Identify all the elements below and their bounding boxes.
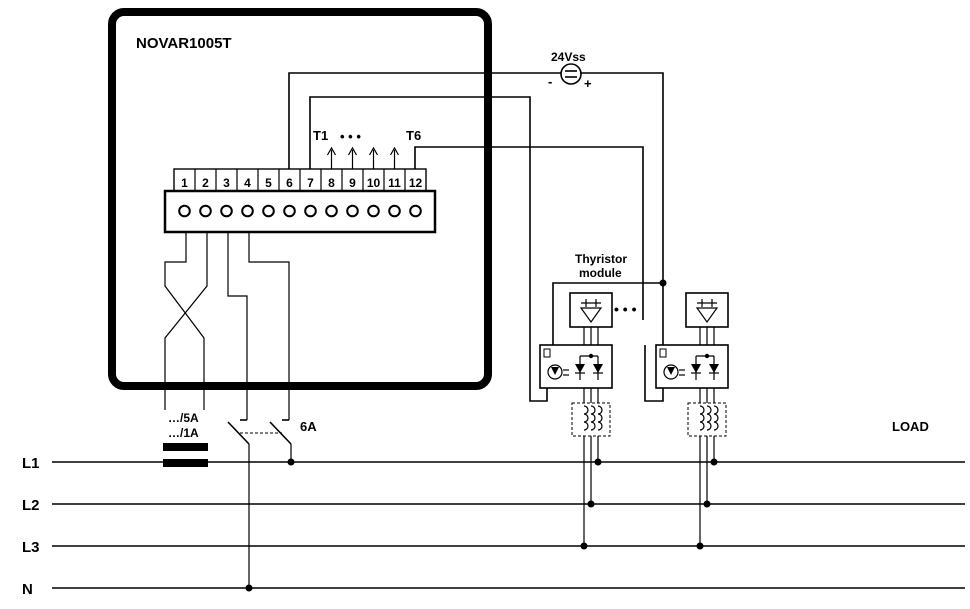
line-label-l2: L2 xyxy=(22,497,40,514)
supply-plus-wire xyxy=(581,72,664,402)
terminal-screw xyxy=(283,204,296,218)
terminal-number: 3 xyxy=(223,176,230,190)
terminal-number: 2 xyxy=(202,176,209,190)
opto-terminal xyxy=(543,348,551,358)
reactor-coil-icon xyxy=(590,405,596,431)
voltage-wire-l1 xyxy=(248,232,290,420)
ct-label-b: …/1A xyxy=(168,426,199,440)
terminal-number: 11 xyxy=(388,176,401,190)
opto-coupler-icon xyxy=(663,364,679,380)
terminal-screw xyxy=(388,204,401,218)
terminal-screw xyxy=(199,204,212,218)
terminal-screw xyxy=(409,204,422,218)
thyristor-ellipsis: • • • xyxy=(614,301,637,317)
terminal-screw xyxy=(220,204,233,218)
line-label-l3: L3 xyxy=(22,539,40,556)
thyristor-label-line2: module xyxy=(579,266,622,280)
reactor-coil-icon xyxy=(713,405,719,431)
capacitor-delta-symbol xyxy=(579,307,603,324)
capacitor-delta-symbol xyxy=(695,307,719,324)
ct-core-bottom xyxy=(163,459,208,467)
reactor-coil-icon xyxy=(583,405,589,431)
output-arrow-head xyxy=(347,146,358,156)
reactor-box xyxy=(687,402,727,437)
terminal-number: 12 xyxy=(409,176,423,190)
thyristor-label-line1: Thyristor xyxy=(575,252,627,266)
output-arrows xyxy=(326,146,400,169)
terminal-number: 5 xyxy=(265,176,272,190)
terminal-number: 6 xyxy=(286,176,293,190)
ct-wire-a xyxy=(164,232,205,410)
output-arrow-head xyxy=(326,146,337,156)
supply-branch-wire xyxy=(552,282,663,345)
terminal-number: 1 xyxy=(181,176,188,190)
supply-minus-wire xyxy=(288,72,561,169)
terminal-screw xyxy=(241,204,254,218)
reactor-box xyxy=(571,402,611,437)
load-label: LOAD xyxy=(892,419,929,434)
control-wire-t1 xyxy=(309,96,548,402)
reactor-coil-icon xyxy=(597,405,603,431)
connection-dot-l1-meter xyxy=(287,458,295,466)
output-arrow-head xyxy=(389,146,400,156)
ct-label-a: …/5A xyxy=(168,411,199,425)
voltage-wire-n xyxy=(227,232,248,420)
opto-terminal xyxy=(659,348,667,358)
terminal-number: 8 xyxy=(328,176,335,190)
output-t1-label: T1 xyxy=(313,128,328,143)
controller-model-label: NOVAR1005T xyxy=(136,35,232,52)
terminal-number: 9 xyxy=(349,176,356,190)
dc-supply-symbol xyxy=(560,63,582,85)
terminal-number: 7 xyxy=(307,176,314,190)
thyristor-junction xyxy=(704,353,710,359)
terminal-screw xyxy=(178,204,191,218)
supply-junction xyxy=(659,279,667,287)
terminal-number: 10 xyxy=(367,176,381,190)
controller-housing xyxy=(108,8,492,390)
ct-core-top xyxy=(163,443,208,451)
output-ellipsis: • • • xyxy=(340,129,361,144)
terminal-screw xyxy=(262,204,275,218)
supply-label: 24Vss xyxy=(551,50,586,64)
opto-diode-icon xyxy=(551,367,559,375)
connection-dot-n-meter xyxy=(245,584,253,592)
opto-diode-icon xyxy=(667,367,675,375)
output-t6-label: T6 xyxy=(406,128,421,143)
terminal-screw xyxy=(367,204,380,218)
opto-coupler-icon xyxy=(547,364,563,380)
terminal-screw xyxy=(304,204,317,218)
reactor-coil-icon xyxy=(699,405,705,431)
reactor-coil-icon xyxy=(706,405,712,431)
thyristor-branch xyxy=(539,292,613,550)
output-arrow-head xyxy=(368,146,379,156)
terminal-screw xyxy=(325,204,338,218)
ct-wire-b xyxy=(164,232,208,410)
terminal-screw xyxy=(346,204,359,218)
fuse-label: 6A xyxy=(300,419,317,434)
supply-plus: + xyxy=(584,76,592,91)
line-label-l1: L1 xyxy=(22,455,40,472)
line-label-n: N xyxy=(22,581,33,598)
thyristor-branch xyxy=(655,292,729,550)
thyristor-junction xyxy=(588,353,594,359)
terminal-number: 4 xyxy=(244,176,251,190)
control-wire-t6 xyxy=(414,146,644,320)
fuse-switch-n xyxy=(227,421,250,445)
supply-minus: - xyxy=(548,74,552,89)
